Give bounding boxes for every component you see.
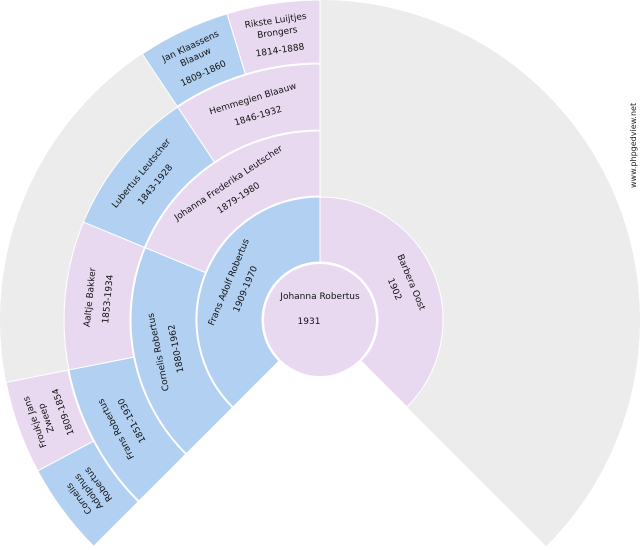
- segment-shape[interactable]: [5, 369, 95, 472]
- segment-shape[interactable]: [177, 63, 321, 163]
- watermark-text: www.phpgedview.net: [629, 103, 638, 188]
- root-person-name: Johanna Robertus: [279, 292, 360, 302]
- root-person-years: 1931: [298, 317, 321, 327]
- segment-shape[interactable]: [144, 130, 321, 274]
- ancestor-years: 1853-1934: [101, 274, 116, 324]
- watermark: www.phpgedview.net: [629, 103, 638, 188]
- root-person-circle[interactable]: [262, 262, 378, 378]
- segment-shape[interactable]: [226, 0, 321, 75]
